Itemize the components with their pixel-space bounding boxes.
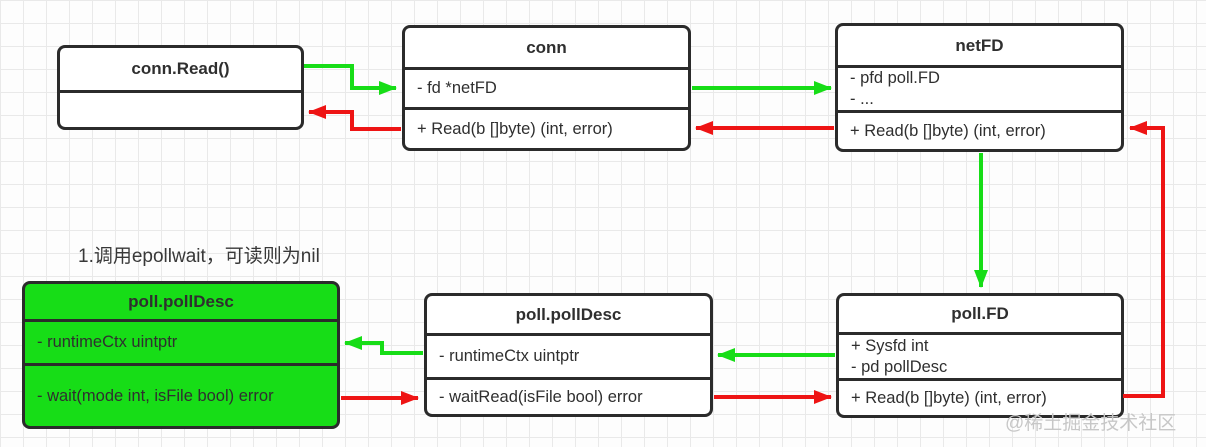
class-empty-section — [60, 90, 301, 127]
arrow-connread-to-conn-call — [304, 64, 397, 95]
method-line: - waitRead(isFile bool) error — [439, 387, 643, 406]
arrow-polldesc-to-wait-call — [344, 336, 423, 355]
attribute-line: - ... — [850, 90, 874, 108]
class-title: netFD — [955, 35, 1004, 55]
method-line: - wait(mode int, isFile bool) error — [37, 386, 274, 405]
watermark-text: @稀土掘金技术社区 — [1005, 413, 1177, 434]
method-line: + Read(b []byte) (int, error) — [850, 121, 1046, 140]
attribute-line: - pd pollDesc — [851, 357, 948, 376]
class-methods: - wait(mode int, isFile bool) error — [25, 363, 337, 426]
class-attributes: - fd *netFD — [405, 67, 688, 107]
class-box-conn-read: conn.Read() — [57, 45, 304, 130]
arrow-conn-to-connread-return — [308, 105, 401, 131]
class-methods: + Read(b []byte) (int, error) — [839, 378, 1121, 415]
class-attributes: - runtimeCtx uintptr — [25, 319, 337, 363]
class-box-polldesc: poll.pollDesc - runtimeCtx uintptr - wai… — [424, 293, 713, 417]
attribute-line: + Sysfd int — [851, 336, 929, 355]
class-title: poll.pollDesc — [128, 291, 234, 311]
annotation-epollwait: 1.调用epollwait，可读则为nil — [78, 246, 320, 267]
class-box-netfd: netFD - pfd poll.FD - ... + Read(b []byt… — [835, 23, 1124, 152]
attribute-line: - fd *netFD — [417, 79, 497, 97]
class-box-pollfd: poll.FD + Sysfd int - pd pollDesc + Read… — [836, 293, 1124, 418]
class-attributes: + Sysfd int - pd pollDesc — [839, 332, 1121, 378]
class-methods: + Read(b []byte) (int, error) — [838, 110, 1121, 149]
class-title: conn.Read() — [131, 59, 230, 78]
arrow-pollfd-to-netfd-return — [1123, 121, 1165, 398]
class-title: conn — [526, 37, 567, 57]
method-line: + Read(b []byte) (int, error) — [417, 119, 613, 138]
method-line: + Read(b []byte) (int, error) — [851, 388, 1047, 407]
class-box-polldesc-green: poll.pollDesc - runtimeCtx uintptr - wai… — [22, 281, 340, 429]
attribute-line: - runtimeCtx uintptr — [439, 347, 580, 365]
attribute-line: - runtimeCtx uintptr — [37, 333, 178, 351]
class-title: poll.FD — [951, 304, 1009, 323]
attribute-line: - pfd poll.FD — [850, 69, 940, 87]
class-attributes: - pfd poll.FD - ... — [838, 65, 1121, 110]
class-box-conn: conn - fd *netFD + Read(b []byte) (int, … — [402, 25, 691, 151]
class-methods: + Read(b []byte) (int, error) — [405, 107, 688, 148]
class-attributes: - runtimeCtx uintptr — [427, 333, 710, 377]
class-methods: - waitRead(isFile bool) error — [427, 377, 710, 414]
class-title: poll.pollDesc — [515, 304, 622, 324]
